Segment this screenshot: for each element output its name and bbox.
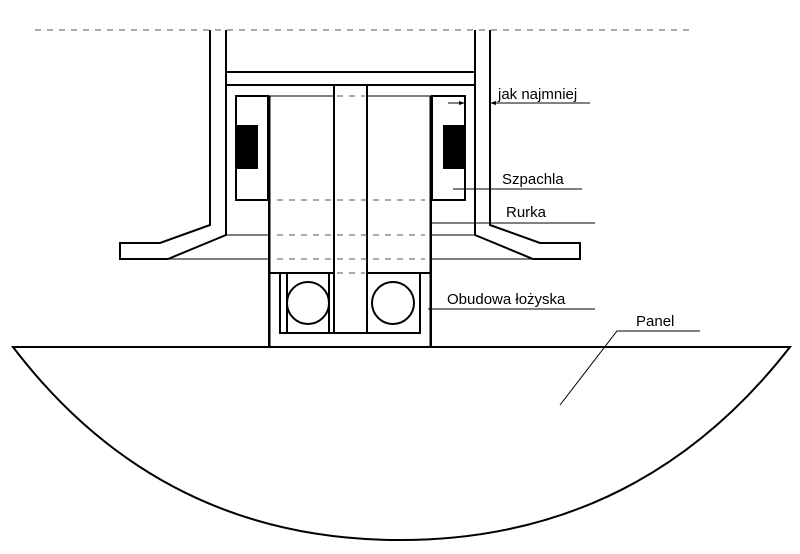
label-gap: jak najmniej — [497, 86, 577, 103]
hidden-lines — [168, 95, 533, 274]
bearing-ball-left — [286, 281, 330, 325]
bearing-housing-annotation: Obudowa łożyska — [428, 291, 595, 310]
outer-housing-right — [474, 30, 581, 260]
panel-annotation: Panel — [559, 313, 700, 406]
bearing-ball-right — [371, 281, 415, 325]
label-panel: Panel — [636, 313, 674, 330]
label-tube: Rurka — [506, 204, 547, 221]
spatula-right — [431, 95, 466, 201]
bearing-housing — [279, 273, 421, 334]
shaft — [333, 85, 368, 333]
label-bearing-housing: Obudowa łożyska — [447, 291, 566, 308]
spatula-annotation: Szpachla — [453, 171, 582, 190]
magnet-block-left — [236, 125, 258, 169]
top-crossbar — [226, 71, 475, 86]
gap-dimension: jak najmniej — [448, 86, 590, 105]
tube-walls — [268, 96, 432, 347]
magnet-block-right — [443, 125, 465, 169]
spatula-left — [235, 95, 269, 201]
panel — [10, 346, 793, 542]
tube-annotation: Rurka — [432, 204, 595, 224]
outer-housing-left — [119, 30, 227, 260]
label-spatula: Szpachla — [502, 171, 564, 188]
